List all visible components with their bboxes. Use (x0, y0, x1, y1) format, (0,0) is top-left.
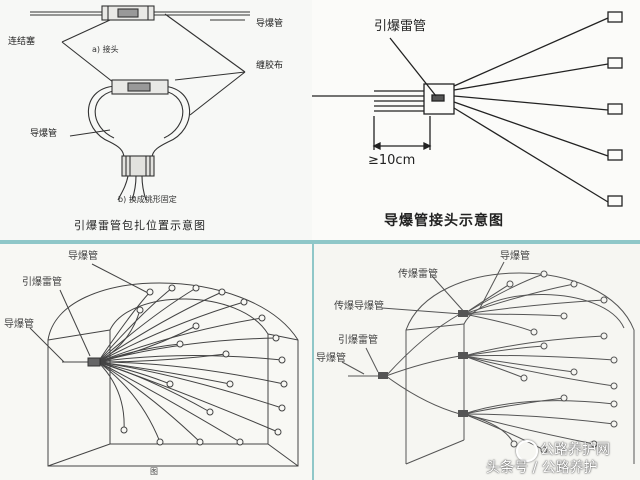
panel-tunnel-relay: 传爆雷管 导爆管 传爆导爆管 引爆雷管 导爆管 (314, 244, 640, 480)
label-bl-detonator-tube-2: 导爆管 (4, 319, 34, 330)
label-ring-fix: b) 换成挑形固定 (118, 195, 177, 204)
detonator-bundle (87, 357, 101, 367)
label-figure: 图 (150, 467, 158, 476)
caption-wrapping: 引爆雷管包扎位置示意图 (74, 219, 206, 232)
label-length: ≥10cm (368, 153, 416, 168)
label-tape: 缠胶布 (256, 61, 284, 71)
wrapping-diagram (30, 5, 250, 201)
label-detonator-tube-2: 导爆管 (30, 129, 58, 139)
label-bl-detonator-tube: 导爆管 (68, 251, 98, 262)
tunnel-fan-diagram (29, 263, 299, 467)
tunnel-relay-diagram (341, 261, 635, 465)
label-bl-detonator: 引爆雷管 (22, 277, 62, 288)
label-joint: a) 接头 (92, 45, 119, 54)
panel-detonator-wrapping: 导爆管 连结塞 a) 接头 缠胶布 导爆管 b) 换成挑形固定 引爆雷管包扎位置… (0, 0, 312, 240)
label-br-detonator-tube-2: 导爆管 (316, 353, 346, 364)
label-detonator: 引爆雷管 (374, 19, 427, 34)
label-br-detonator: 引爆雷管 (338, 335, 378, 346)
label-br-detonator-tube: 导爆管 (500, 251, 530, 262)
tube-joint-diagram (312, 11, 623, 207)
panel-tube-joint: 引爆雷管 ≥10cm 导爆管接头示意图 (312, 0, 640, 240)
label-br-transfer-tube: 传爆导爆管 (334, 301, 384, 312)
panel-tunnel-fan: 导爆管 引爆雷管 导爆管 图 (0, 244, 312, 480)
caption-tube-joint: 导爆管接头示意图 (384, 213, 504, 229)
label-br-transfer-detonator: 传爆雷管 (398, 269, 438, 280)
watermark-line2: 头条号 / 公路养护 (486, 460, 598, 476)
watermark-line1: 公路养护网 (540, 442, 610, 458)
label-detonator-tube: 导爆管 (256, 19, 284, 29)
label-connector-plug: 连结塞 (8, 37, 36, 47)
watermark-logo-icon (516, 440, 538, 462)
